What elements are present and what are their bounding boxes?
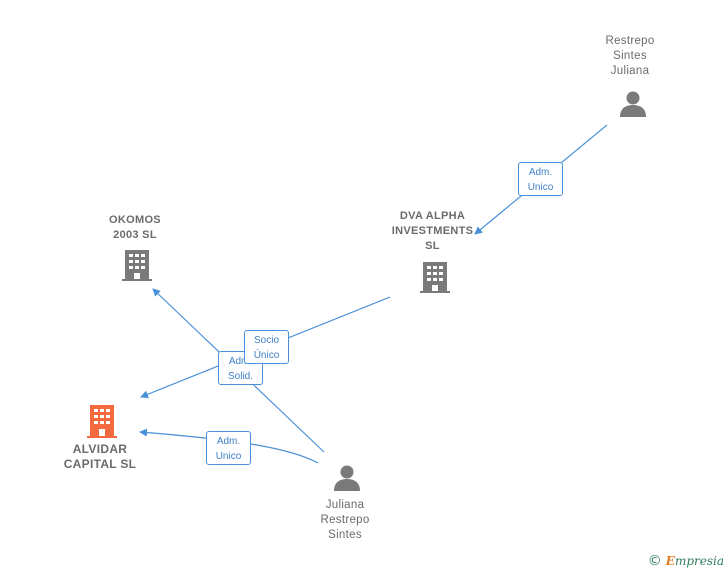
edge-label-adm-unico-top[interactable]: Adm. Unico xyxy=(518,162,563,196)
edge-label-socio-unico[interactable]: Socio Único xyxy=(244,330,289,364)
node-label-dva-alpha[interactable]: DVA ALPHA INVESTMENTS SL xyxy=(391,210,474,252)
node-label-okomos[interactable]: OKOMOS 2003 SL xyxy=(109,214,161,241)
brand-name: mpresia xyxy=(674,554,724,568)
edge-label-adm-unico-bottom[interactable]: Adm. Unico xyxy=(206,431,251,465)
building-icon xyxy=(122,250,152,281)
copyright-symbol: © xyxy=(647,553,662,569)
person-icon xyxy=(334,465,360,491)
edge-line-juliana-to-alvidar xyxy=(139,428,319,464)
person-icon xyxy=(620,91,646,117)
brand-logo[interactable]: ©Empresia xyxy=(648,553,724,569)
node-label-restrepo-sintes-juliana[interactable]: Restrepo Sintes Juliana xyxy=(605,35,655,77)
node-label-juliana-restrepo-sintes[interactable]: Juliana Restrepo Sintes xyxy=(320,499,370,541)
brand-initial: E xyxy=(665,554,675,568)
building-icon xyxy=(420,262,450,293)
edge-label-adm-solid[interactable]: Adm. Solid. xyxy=(218,351,263,385)
building-icon-highlight xyxy=(87,405,117,438)
node-label-alvidar[interactable]: ALVIDAR CAPITAL SL xyxy=(63,442,137,471)
